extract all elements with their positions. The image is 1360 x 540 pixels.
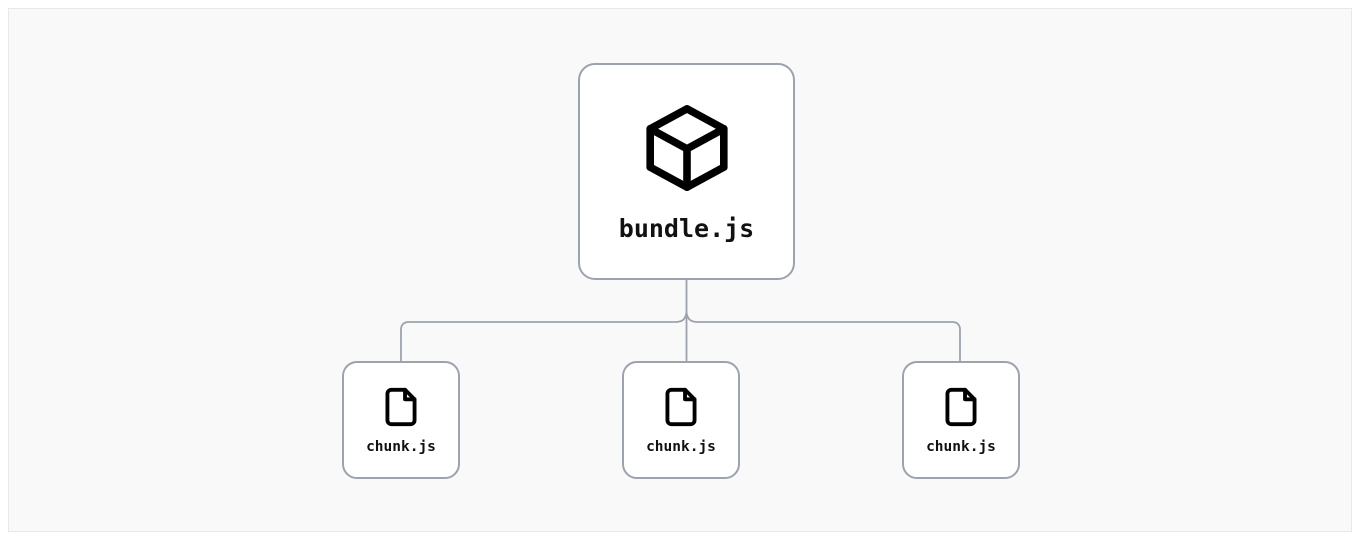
file-icon xyxy=(939,385,983,429)
edge-bundle-to-chunk-2 xyxy=(685,312,961,362)
edge-bundle-to-chunk-0 xyxy=(400,312,688,362)
diagram-canvas: bundle.js chunk.js chunk.js chunk.js xyxy=(8,8,1352,532)
node-chunk-0[interactable]: chunk.js xyxy=(342,361,460,479)
node-bundle-label: bundle.js xyxy=(618,214,755,243)
node-chunk-2-label: chunk.js xyxy=(926,439,996,455)
node-chunk-2[interactable]: chunk.js xyxy=(902,361,1020,479)
file-icon xyxy=(659,385,703,429)
node-bundle[interactable]: bundle.js xyxy=(578,63,795,280)
node-chunk-1-label: chunk.js xyxy=(646,439,716,455)
node-chunk-1[interactable]: chunk.js xyxy=(622,361,740,479)
node-chunk-0-label: chunk.js xyxy=(366,439,436,455)
cube-icon xyxy=(639,100,735,196)
file-icon xyxy=(379,385,423,429)
